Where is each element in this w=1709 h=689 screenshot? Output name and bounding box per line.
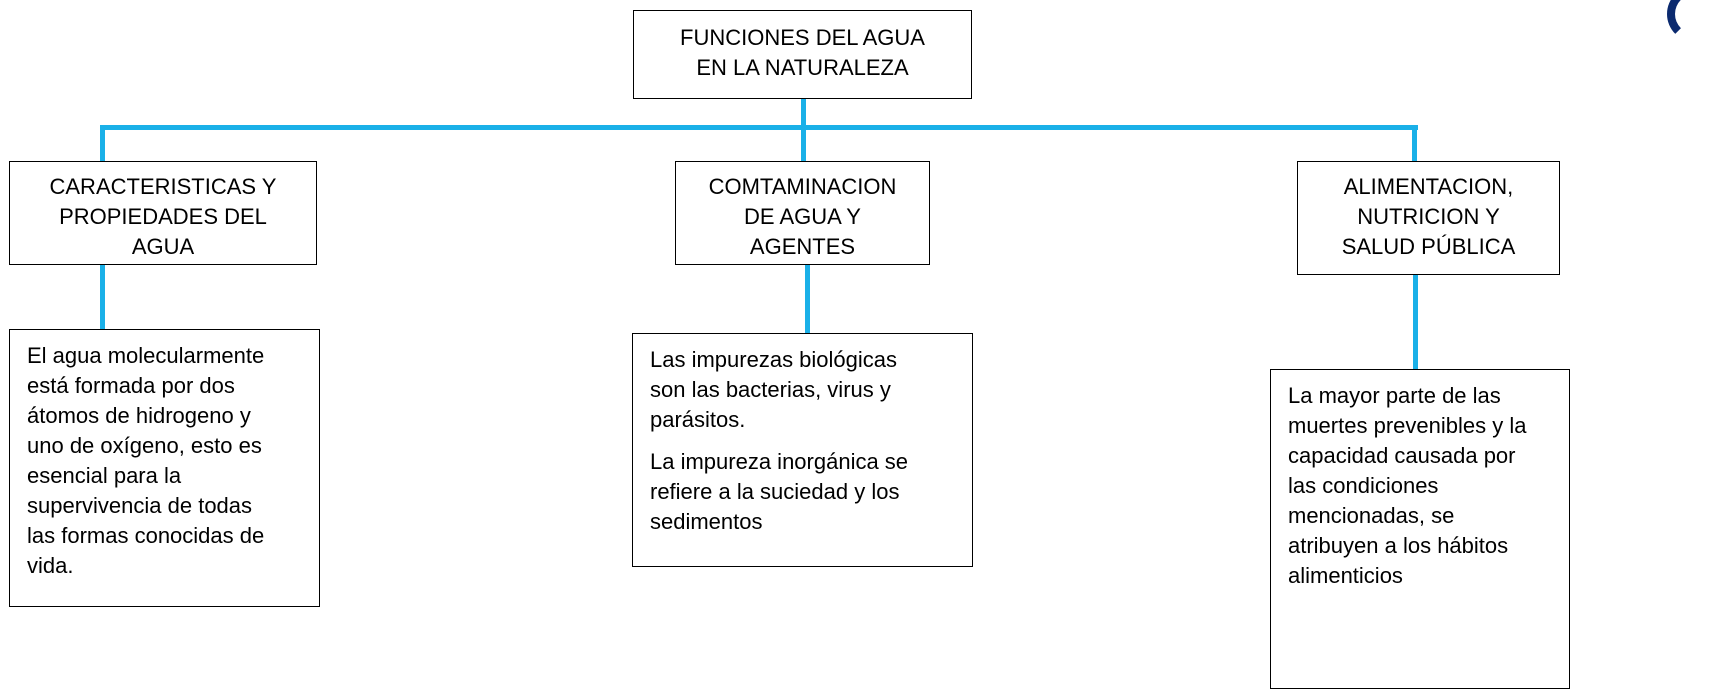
description-line: La impureza inorgánica se [650,449,909,474]
category-box-contamination: COMTAMINACION DE AGUA Y AGENTES [675,161,930,265]
description-line: La mayor parte de las [1288,383,1501,408]
category-heading-line: SALUD PÚBLICA [1341,234,1516,259]
description-line: átomos de hidrogeno y [27,403,251,428]
category-heading-line: DE AGUA Y [744,204,861,229]
category-box-characteristics: CARACTERISTICAS Y PROPIEDADES DEL AGUA [9,161,317,265]
connector-left-lower [100,264,105,330]
connector-right-lower [1413,274,1418,370]
trunk-connector [801,98,806,130]
description-paragraph-1: Las impurezas biológicas son las bacteri… [650,345,972,435]
description-line: atribuyen a los hábitos [1288,533,1509,558]
description-line: parásitos. [650,407,746,432]
title-line-1: FUNCIONES DEL AGUA [680,25,925,50]
category-heading-line: ALIMENTACION, [1343,174,1514,199]
description-line: alimenticios [1288,563,1403,588]
title-box: FUNCIONES DEL AGUA EN LA NATURALEZA [633,10,972,99]
category-heading-line: COMTAMINACION [708,174,897,199]
corner-logo-icon [1667,0,1709,42]
description-line: El agua molecularmente [27,343,265,368]
description-line: está formada por dos [27,373,235,398]
connector-left [100,125,105,161]
description-line: las formas conocidas de [27,523,265,548]
connector-right [1412,125,1417,161]
description-box-nutrition: La mayor parte de las muertes prevenible… [1270,369,1570,689]
description-box-characteristics: El agua molecularmente está formada por … [9,329,320,607]
description-line: uno de oxígeno, esto es [27,433,262,458]
title-line-2: EN LA NATURALEZA [696,55,909,80]
category-heading-line: NUTRICION Y [1357,204,1500,229]
description-line: son las bacterias, virus y [650,377,891,402]
description-line: sedimentos [650,509,763,534]
connector-middle-lower [805,264,810,334]
category-box-nutrition: ALIMENTACION, NUTRICION Y SALUD PÚBLICA [1297,161,1560,275]
category-heading-line: AGENTES [749,234,856,259]
horizontal-connector [100,125,1418,130]
description-paragraph-2: La impureza inorgánica se refiere a la s… [650,447,972,537]
description-line: vida. [27,553,74,578]
description-line: mencionadas, se [1288,503,1455,528]
description-line: supervivencia de todas [27,493,253,518]
description-line: esencial para la [27,463,182,488]
description-line: refiere a la suciedad y los [650,479,900,504]
description-line: muertes prevenibles y la [1288,413,1527,438]
description-line: capacidad causada por [1288,443,1516,468]
connector-middle [801,125,806,161]
category-heading-line: PROPIEDADES DEL [59,204,267,229]
description-line: Las impurezas biológicas [650,347,898,372]
category-heading-line: AGUA [131,234,195,259]
category-heading-line: CARACTERISTICAS Y [49,174,277,199]
description-line: las condiciones [1288,473,1439,498]
description-box-contamination: Las impurezas biológicas son las bacteri… [632,333,973,567]
